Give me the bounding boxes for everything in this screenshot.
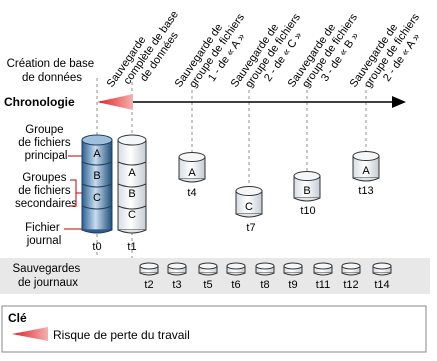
log-backup-time-label: t12	[343, 279, 358, 291]
log-backup-bottom	[139, 272, 159, 276]
database-stack-t1: A B C t1	[117, 134, 147, 253]
log-file-label: Fichier journal	[25, 222, 63, 247]
secondary-line-1: Groupes	[22, 172, 66, 184]
log-backup-top	[283, 262, 303, 270]
log-backups-label: Sauvegardes de journaux	[13, 263, 84, 289]
log-backup-time-label: t2	[144, 279, 153, 291]
log-backup-cylinders: t2 t3 t5 t6 t8 t9 t11 t12 t14	[139, 262, 392, 291]
log-backup-time-label: t5	[203, 279, 212, 291]
stack-t1-letter-c: C	[128, 209, 136, 221]
database-stack-t0: A B C t0	[81, 134, 113, 253]
log-line-2: journal	[26, 235, 62, 247]
stack-t0-letter-c: C	[93, 192, 101, 204]
db-creation-label: Création de base de données	[7, 58, 98, 84]
log-backup-t14: t14	[372, 262, 392, 291]
log-backup-t3: t3	[167, 262, 187, 291]
log-backup-bottom	[341, 272, 361, 276]
log-backup-time-label: t9	[288, 279, 297, 291]
legend-risk-arrow	[12, 327, 48, 341]
log-backup-top	[255, 262, 275, 270]
primary-line-2: de fichiers	[18, 137, 71, 149]
log-backups-line-2: de journaux	[18, 277, 78, 289]
log-backup-top	[313, 262, 333, 270]
label-brackets	[64, 155, 82, 230]
stack-t1-letter-a: A	[128, 167, 136, 179]
log-backup-time-label: t11	[316, 279, 330, 291]
timeline-label: Chronologie	[4, 95, 75, 109]
log-backup-time-label: t3	[172, 279, 181, 291]
log-backup-bottom	[226, 272, 246, 276]
time-t0: t0	[92, 241, 101, 253]
log-backup-bottom	[167, 272, 187, 276]
log-backup-top	[139, 262, 159, 270]
stack-t0-letter-b: B	[93, 170, 100, 182]
log-backup-top	[341, 262, 361, 270]
backup-t13-letter: A	[362, 165, 370, 177]
secondary-filegroups-label: Groupes de fichiers secondaires	[15, 172, 77, 210]
timeline-arrowhead	[392, 96, 406, 108]
log-backup-top	[198, 262, 218, 270]
log-backup-t2: t2	[139, 262, 159, 291]
backup-t10-letter: B	[303, 185, 310, 197]
primary-filegroup-label: Groupe de fichiers principal	[18, 124, 74, 162]
log-backup-bottom	[313, 272, 333, 276]
log-backup-top	[372, 262, 392, 270]
filegroup-backup-t7: C t7	[235, 186, 263, 234]
backup-t4-letter: A	[188, 167, 196, 179]
svg-text:Création de base de donn: Création de base de données	[7, 58, 98, 84]
log-backups-line-1: Sauvegardes	[13, 263, 81, 275]
backup-headers: Sauvegarde complète de base de données S…	[105, 2, 423, 103]
log-backup-time-label: t8	[260, 279, 269, 291]
legend: Clé Risque de perte du travail	[1, 305, 427, 353]
filegroup-backup-t13: A t13	[352, 151, 380, 197]
log-backup-t9: t9	[283, 262, 303, 291]
legend-title: Clé	[8, 311, 27, 325]
log-backup-bottom	[255, 272, 275, 276]
time-t10: t10	[300, 205, 315, 217]
log-backup-t6: t6	[226, 262, 246, 291]
stack-t1-letter-b: B	[128, 188, 135, 200]
db-creation-line-2: de données	[22, 72, 82, 84]
secondary-line-2: de fichiers	[18, 185, 71, 197]
risk-arrow	[97, 94, 133, 110]
left-labels: Groupe de fichiers principal Groupes de …	[15, 124, 77, 247]
log-backup-t11: t11	[313, 262, 333, 291]
log-backup-bottom	[198, 272, 218, 276]
timeline: Chronologie	[4, 94, 406, 110]
time-t7: t7	[246, 222, 255, 234]
log-backup-top	[167, 262, 187, 270]
time-t4: t4	[187, 187, 196, 199]
stack-t0-letter-a: A	[93, 148, 101, 160]
log-backup-time-label: t6	[231, 279, 240, 291]
log-backup-top	[226, 262, 246, 270]
log-line-1: Fichier	[25, 222, 60, 234]
primary-line-1: Groupe	[25, 124, 63, 136]
time-t13: t13	[358, 185, 373, 197]
legend-item-label: Risque de perte du travail	[53, 328, 190, 342]
secondary-line-3: secondaires	[15, 198, 77, 210]
header-fg1-a: Sauvegarde de groupe de fichiers 1 - de …	[173, 2, 259, 103]
log-backup-t8: t8	[255, 262, 275, 291]
log-backup-time-label: t14	[374, 279, 389, 291]
backup-t7-letter: C	[245, 201, 253, 213]
filegroup-backup-t4: A t4	[178, 152, 206, 199]
filegroup-backup-t10: B t10	[293, 171, 321, 217]
db-creation-line-1: Création de base	[7, 58, 95, 70]
time-t1: t1	[127, 241, 136, 253]
log-backup-bottom	[283, 272, 303, 276]
log-backup-t5: t5	[198, 262, 218, 291]
log-backup-bottom	[372, 272, 392, 276]
log-backup-t12: t12	[341, 262, 361, 291]
primary-line-3: principal	[25, 150, 68, 162]
